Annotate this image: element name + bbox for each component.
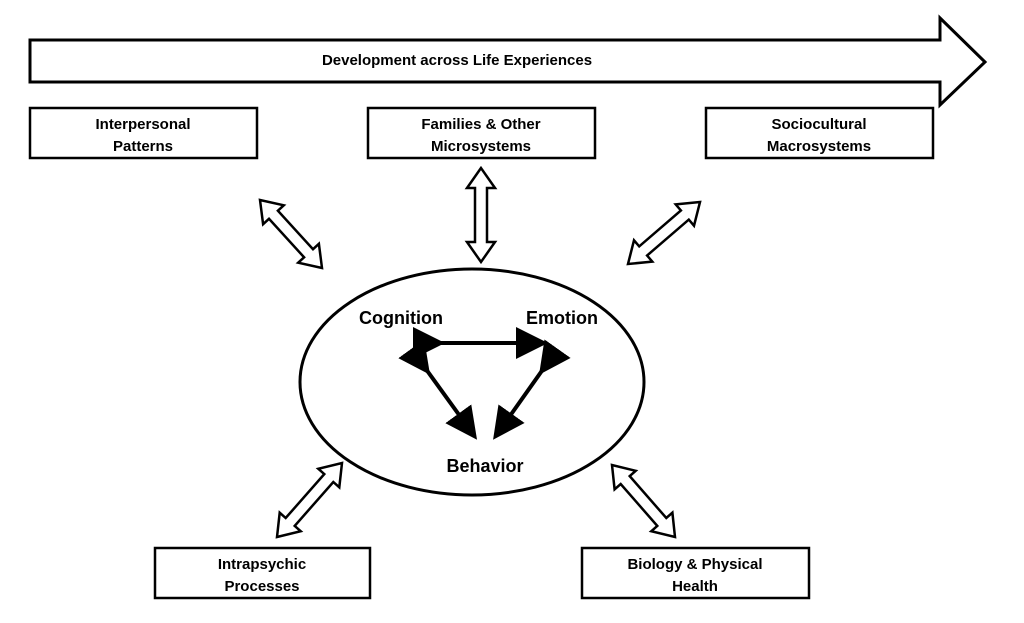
- intrapsychic-line2: Processes: [224, 578, 299, 595]
- emotion-label: Emotion: [526, 308, 598, 328]
- families-line2: Microsystems: [431, 138, 531, 155]
- biology-line1: Biology & Physical: [627, 556, 762, 573]
- banner-label: Development across Life Experiences: [322, 52, 592, 69]
- core-triangle-arrows: [398, 327, 571, 440]
- cognition-label: Cognition: [359, 308, 443, 328]
- interpersonal-line2: Patterns: [113, 138, 173, 155]
- behavior-label: Behavior: [446, 456, 523, 476]
- arrow-families-core: [464, 165, 498, 265]
- box-biology-physical-health: Biology & Physical Health: [580, 546, 811, 600]
- biology-line2: Health: [672, 578, 718, 595]
- banner-arrow-shape: [28, 14, 988, 109]
- outer-block-arrows: [258, 165, 702, 539]
- box-interpersonal-patterns: Interpersonal Patterns: [28, 106, 259, 160]
- arrow-intrapsychic-core: [275, 461, 344, 539]
- emotion-behavior-arrow: [493, 339, 571, 440]
- box-sociocultural-macrosystems: Sociocultural Macrosystems: [704, 106, 935, 160]
- arrow-interpersonal-core: [258, 198, 324, 270]
- arrow-sociocultural-core: [626, 200, 702, 266]
- families-line1: Families & Other: [421, 116, 540, 133]
- arrow-biology-core: [610, 463, 677, 539]
- box-intrapsychic-processes: Intrapsychic Processes: [153, 546, 372, 600]
- development-banner: Development across Life Experiences: [28, 14, 988, 109]
- sociocultural-line2: Macrosystems: [767, 138, 871, 155]
- interpersonal-line1: Interpersonal: [95, 116, 190, 133]
- cognition-behavior-arrow: [398, 339, 478, 440]
- intrapsychic-line1: Intrapsychic: [218, 556, 306, 573]
- box-families-microsystems: Families & Other Microsystems: [366, 106, 597, 160]
- sociocultural-line1: Sociocultural: [771, 116, 866, 133]
